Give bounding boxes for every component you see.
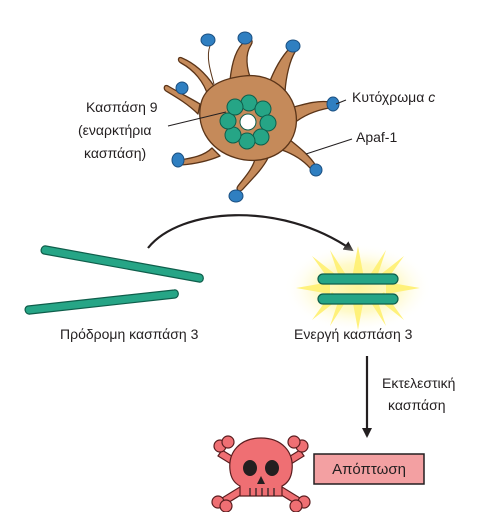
apaf1-arms: [163, 38, 334, 192]
cytochrome-c-label: Κυτόχρωμα c: [352, 89, 435, 105]
active-caspase3: [284, 244, 432, 332]
caspase9-label-line1: Κασπάση 9: [86, 99, 158, 115]
apoptosome: [163, 31, 340, 203]
executioner-label-line2: κασπάση: [388, 397, 446, 413]
caspase9-ring: [219, 94, 277, 150]
cytochrome-c-molecules: [171, 31, 340, 203]
apoptosis-box: Απόπτωση: [313, 453, 425, 485]
procaspase3-label: Πρόδρομη κασπάση 3: [60, 326, 199, 342]
apaf1-arm-extension: [207, 45, 215, 85]
skull-crossbones-icon: [211, 435, 311, 513]
apoptosis-label: Απόπτωση: [332, 461, 406, 478]
caspase9-label-line3: κασπάση): [84, 145, 146, 161]
active-caspase3-rods: [317, 273, 399, 305]
caspase9-label-line2: (εναρκτήρια: [78, 122, 151, 138]
apaf1-label: Apaf-1: [356, 129, 397, 145]
active-caspase3-label: Ενεργή κασπάση 3: [294, 326, 413, 342]
executioner-label-line1: Εκτελεστική: [382, 375, 455, 391]
procaspase3-rods: [24, 245, 204, 315]
activation-arrow: [147, 214, 354, 252]
label-pointers: [167, 99, 353, 155]
